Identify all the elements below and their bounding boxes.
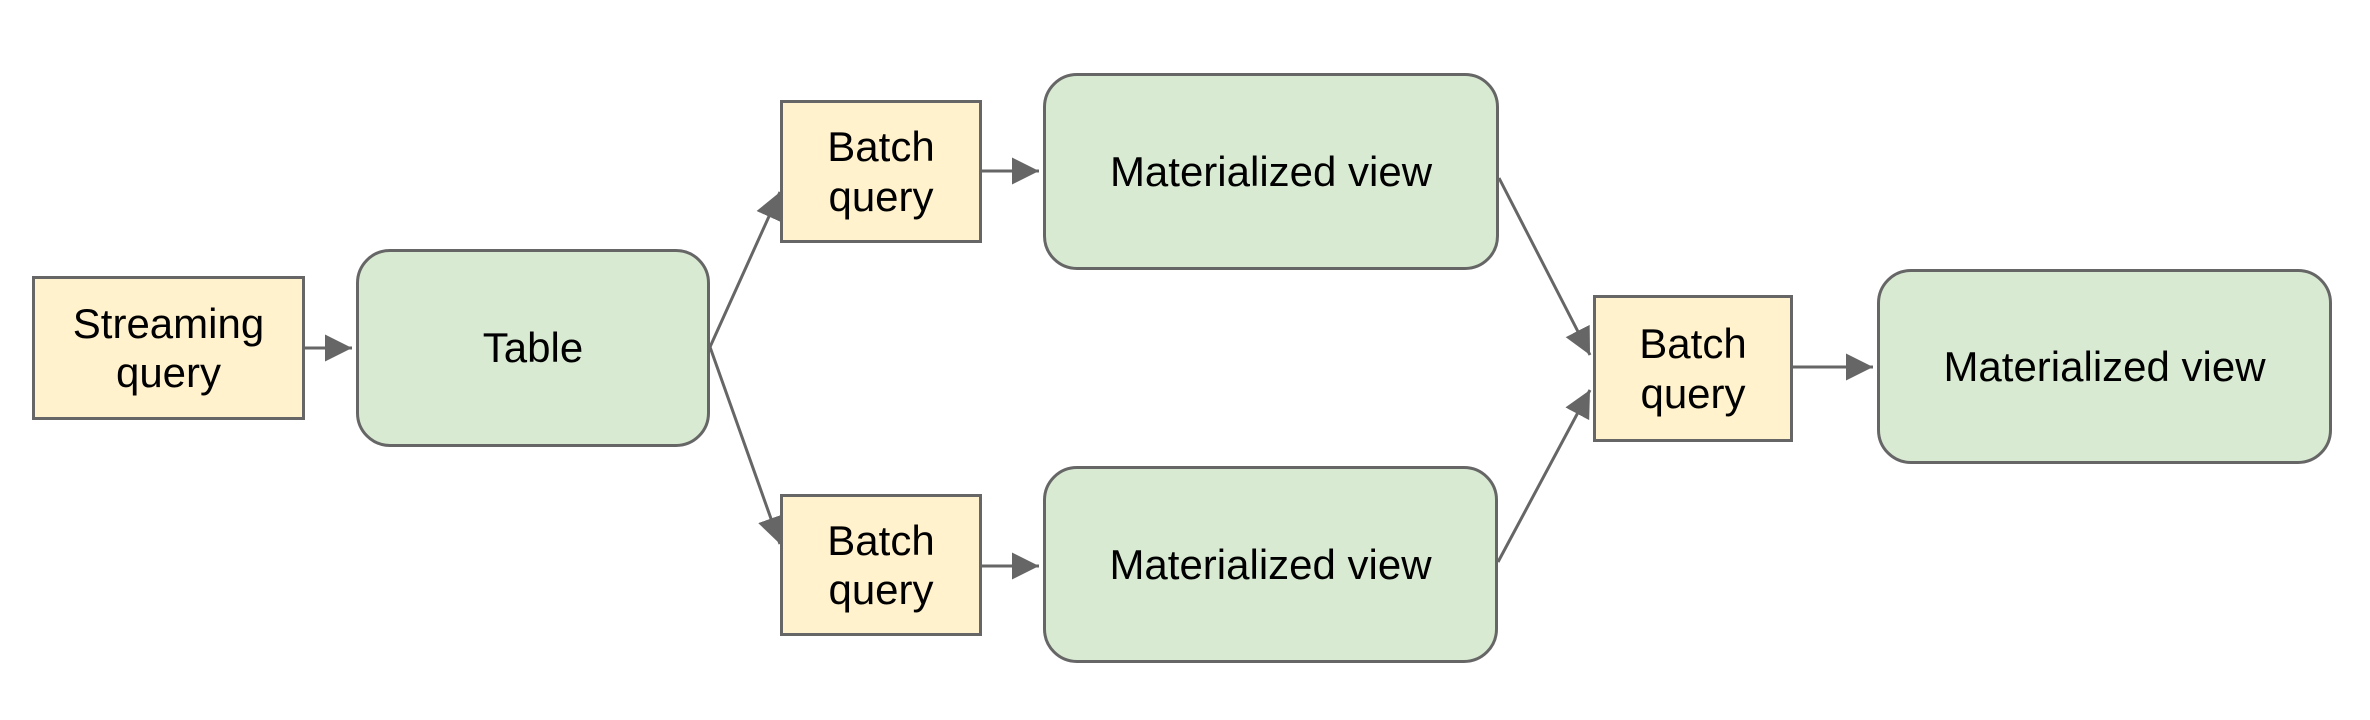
node-batch-query-merge: Batch query [1593, 295, 1793, 442]
node-batch-query-bottom: Batch query [780, 494, 982, 636]
node-batch-query-top: Batch query [780, 100, 982, 243]
node-materialized-view-bottom: Materialized view [1043, 466, 1498, 663]
node-table-label: Table [482, 324, 584, 372]
edge-table-to-batch-query-bottom-arrow [708, 346, 784, 545]
node-materialized-view-final-label: Materialized view [1943, 342, 2266, 390]
edge-mat-view-top-to-batch-query-merge-arrow [1497, 177, 1592, 356]
node-materialized-view-top: Materialized view [1043, 73, 1499, 270]
node-materialized-view-top-label: Materialized view [1109, 147, 1433, 195]
edge-mat-view-bottom-to-batch-query-merge-arrow [1496, 389, 1592, 563]
node-batch-query-top-label: Batch query [827, 123, 935, 220]
node-streaming-query: Streaming query [32, 276, 305, 420]
node-materialized-view-final: Materialized view [1877, 269, 2332, 464]
node-streaming-query-label: Streaming query [72, 299, 265, 396]
node-table: Table [356, 249, 710, 447]
node-batch-query-bottom-label: Batch query [827, 516, 935, 613]
edge-table-to-batch-query-top-arrow [708, 191, 782, 348]
node-batch-query-merge-label: Batch query [1639, 320, 1747, 417]
node-materialized-view-bottom-label: Materialized view [1109, 540, 1432, 588]
